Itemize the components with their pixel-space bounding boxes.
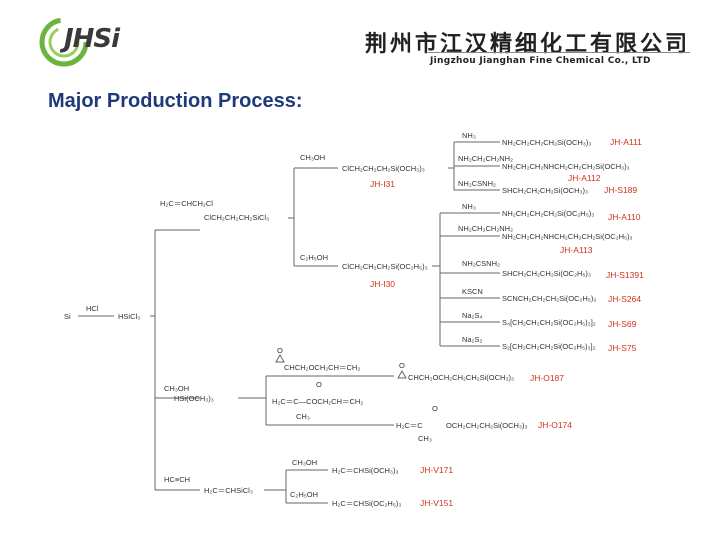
- list-item-reagent: NH₃: [462, 202, 476, 211]
- ethanol-reagent-label: C₂H₅OH: [300, 253, 328, 262]
- hcl-reagent-label: HCl: [86, 304, 99, 313]
- svg-text:O: O: [399, 361, 405, 370]
- list-item-reagent: NH₂CH₂CH₂NH₂: [458, 154, 513, 163]
- list-item-product: NH₂CH₂CH₂CH₂Si(OC₂H₅)₃: [502, 209, 594, 218]
- list-item-product: NH₂CH₂CH₂NHCH₂CH₂CH₂Si(OCH₃)₃: [502, 162, 630, 171]
- list-item-code: JH-S75: [608, 343, 637, 353]
- list-item-product: SCNCH₂CH₂CH₂Si(OC₂H₅)₃: [502, 294, 596, 303]
- page-title: Major Production Process:: [48, 90, 303, 112]
- ethanol-reagent-label: C₂H₅OH: [290, 490, 318, 499]
- methanol-reagent-label: CH₃OH: [300, 153, 325, 162]
- diagram-connectors: [78, 141, 500, 504]
- list-item-reagent: NH₂CSNH₂: [462, 259, 500, 268]
- company-logo: [39, 17, 89, 67]
- jh-v171-code: JH-V171: [420, 465, 453, 475]
- list-item-code: JH-S69: [608, 319, 637, 329]
- jh-o174-code: JH-O174: [538, 420, 572, 430]
- jh-i31-code: JH-I31: [370, 179, 395, 189]
- vinyltrichlorosilane-label: H₂C＝CHSiCl₃: [204, 486, 253, 495]
- epoxide-ring-product-icon: O: [397, 361, 407, 379]
- jh-o174-formula-tail: OCH₂CH₂CH₂Si(OCH₃)₃: [446, 421, 528, 430]
- chloropropyltrichlorosilane-label: ClCH₂CH₂CH₂SiCl₃: [204, 213, 269, 222]
- allyl-chloride-reagent: H₂C＝CHCH₂Cl: [160, 199, 213, 208]
- jh-v171-formula: H₂C＝CHSi(OCH₃)₃: [332, 466, 399, 475]
- list-item-product: NH₂CH₂CH₂CH₂Si(OCH₃)₃: [502, 138, 591, 147]
- jh-i30-formula: ClCH₂CH₂CH₂Si(OC₂H₅)₃: [342, 262, 428, 271]
- logo-inner-swoosh-icon: [48, 26, 80, 58]
- list-item-product: NH₂CH₂CH₂NHCH₂CH₂CH₂Si(OC₂H₅)₃: [502, 232, 633, 241]
- list-item-code: JH-A113: [560, 245, 593, 255]
- company-name-english: Jingzhou Jianghan Fine Chemical Co., LTD: [430, 56, 651, 66]
- methanol-reagent-label: CH₃OH: [292, 458, 317, 467]
- list-item-product: S₄[CH₂CH₂CH₂Si(OC₂H₅)₃]₂: [502, 318, 596, 327]
- jh-o174-methyl-label: CH₃: [418, 434, 432, 443]
- logo-swoosh-icon: [39, 17, 89, 67]
- jh-o187-code: JH-O187: [530, 373, 564, 383]
- list-item-reagent: NH₂CH₂CH₂NH₂: [458, 224, 513, 233]
- jh-v151-formula: H₂C＝CHSi(OC₂H₅)₃: [332, 499, 401, 508]
- svg-text:O: O: [277, 346, 283, 355]
- trimethoxysilane-label: HSi(OCH₃)₃: [174, 394, 214, 403]
- trichlorosilane-label: HSiCl₃: [118, 312, 140, 321]
- list-item-code: JH-S1391: [606, 270, 644, 280]
- list-item-code: JH-A110: [608, 212, 641, 222]
- list-item-reagent: KSCN: [462, 287, 483, 296]
- list-item-code: JH-A112: [568, 173, 601, 183]
- company-name-divider: [428, 52, 690, 53]
- acetylene-reagent-label: HC≡CH: [164, 475, 190, 484]
- methanol-reagent-label: CH₃OH: [164, 384, 189, 393]
- slide-header: JHSi 荆州市江汉精细化工有限公司 Jingzhou Jianghan Fin…: [0, 0, 720, 80]
- epoxide-ring-icon: O: [275, 346, 285, 363]
- list-item-code: JH-S264: [608, 294, 641, 304]
- logo-text: JHSi: [64, 24, 120, 54]
- jh-o174-formula-head: H₂C＝C: [396, 421, 423, 430]
- list-item-reagent: Na₂S₂: [462, 335, 483, 344]
- allyl-methacrylate-reagent: H₂C＝C—COCH₂CH＝CH₂: [272, 397, 363, 406]
- i30-derivative-list: NH₃ NH₂CH₂CH₂CH₂Si(OC₂H₅)₃ JH-A110 NH₂CH…: [458, 202, 644, 353]
- list-item-code: JH-A111: [610, 137, 642, 147]
- jh-o174-carbonyl-label: O: [432, 404, 438, 413]
- list-item-product: SHCH₂CH₂CH₂Si(OCH₃)₃: [502, 186, 588, 195]
- allyl-glycidyl-ether-reagent: CHCH₂OCH₂CH＝CH₂: [284, 363, 360, 372]
- jh-o187-formula: CHCH₂OCH₂CH₂CH₂Si(OCH₃)₃: [408, 373, 514, 382]
- jh-i30-code: JH-I30: [370, 279, 395, 289]
- list-item-product: SHCH₂CH₂CH₂Si(OC₂H₅)₃: [502, 269, 591, 278]
- list-item-reagent: NH₂CSNH₂: [458, 179, 496, 188]
- list-item-product: S₂[CH₂CH₂CH₂Si(OC₂H₅)₃]₂: [502, 342, 596, 351]
- i31-derivative-list: NH₃ NH₂CH₂CH₂CH₂Si(OCH₃)₃ JH-A111 NH₂CH₂…: [458, 131, 642, 195]
- silicon-label: Si: [64, 312, 71, 321]
- jh-i31-formula: ClCH₂CH₂CH₂Si(OCH₃)₃: [342, 164, 425, 173]
- jh-v151-code: JH-V151: [420, 498, 453, 508]
- list-item-reagent: Na₂S₄: [462, 311, 483, 320]
- list-item-reagent: NH₃: [462, 131, 476, 140]
- allyl-methacrylate-methyl-label: CH₃: [296, 412, 310, 421]
- allyl-methacrylate-carbonyl-label: O: [316, 380, 322, 389]
- list-item-code: JH-S189: [604, 185, 637, 195]
